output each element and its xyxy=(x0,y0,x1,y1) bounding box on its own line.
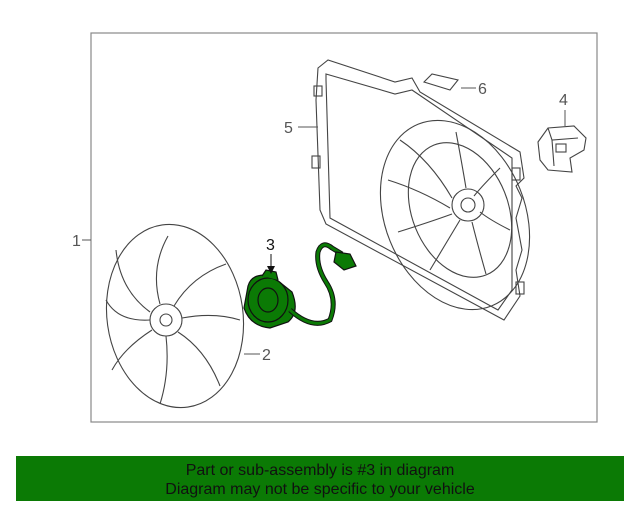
banner-line-1: Part or sub-assembly is #3 in diagram xyxy=(185,462,455,479)
label-part[interactable] xyxy=(422,73,459,91)
resistor-part[interactable] xyxy=(537,125,587,173)
callout-2-label[interactable]: 2 xyxy=(262,347,271,364)
shroud-part[interactable] xyxy=(311,59,557,332)
parts-diagram: 1 5 6 4 xyxy=(72,32,598,423)
diagram-frame xyxy=(90,32,598,423)
banner-line-2: Diagram may not be specific to your vehi… xyxy=(165,481,475,498)
fan-motor-part[interactable] xyxy=(243,242,357,329)
callout-6-label[interactable]: 6 xyxy=(478,81,487,98)
callout-3-label[interactable]: 3 xyxy=(266,237,275,254)
callout-1-label[interactable]: 1 xyxy=(72,233,81,250)
info-banner: Part or sub-assembly is #3 in diagram Di… xyxy=(16,456,624,501)
fan-blade-part[interactable] xyxy=(95,215,255,416)
callout-5-label[interactable]: 5 xyxy=(284,120,293,137)
callout-4-label[interactable]: 4 xyxy=(559,92,568,109)
callout-3-arrowhead xyxy=(267,266,275,274)
